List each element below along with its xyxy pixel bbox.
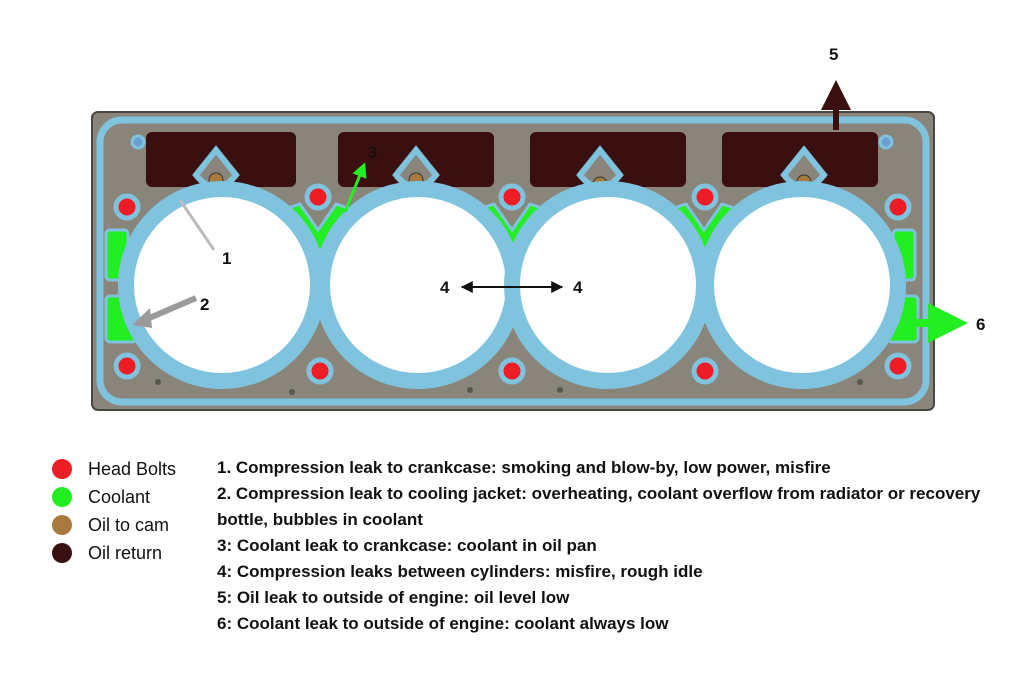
cylinder-bore-3 — [504, 181, 712, 389]
legend-label: Head Bolts — [88, 458, 177, 479]
callout-6: 6 — [976, 315, 985, 334]
legend-item-head-bolts: Head Bolts — [52, 455, 212, 483]
note-1: 1. Compression leak to crankcase: smokin… — [217, 458, 831, 477]
callout-4-left: 4 — [440, 278, 450, 297]
head-bolt — [304, 183, 332, 211]
head-bolt-holes — [113, 183, 912, 385]
callout-5: 5 — [829, 45, 838, 64]
leak-arrow-1 — [178, 199, 216, 251]
legend-label: Oil to cam — [88, 514, 170, 535]
head-bolt — [691, 357, 719, 385]
legend-item-oil-to-cam: Oil to cam — [52, 511, 212, 539]
note-6: 6: Coolant leak to outside of engine: co… — [217, 614, 669, 633]
legend-item-coolant: Coolant — [52, 483, 212, 511]
head-bolt — [884, 193, 912, 221]
head-bolt — [884, 352, 912, 380]
dowel-pin — [130, 134, 146, 150]
legend-label: Coolant — [88, 486, 151, 507]
cylinder-bore-4 — [698, 181, 906, 389]
leak-notes: 1. Compression leak to crankcase: smokin… — [217, 455, 1007, 637]
green-dot-icon — [52, 487, 72, 507]
callout-3: 3 — [368, 143, 377, 162]
note-2: 2. Compression leak to cooling jacket: o… — [217, 484, 981, 529]
head-bolt — [691, 183, 719, 211]
head-bolt — [498, 357, 526, 385]
note-4: 4: Compression leaks between cylinders: … — [217, 562, 703, 581]
head-bolt — [113, 193, 141, 221]
leak-arrow-3 — [343, 162, 367, 213]
rivets — [155, 379, 863, 395]
brown-dot-icon — [52, 515, 72, 535]
head-gasket-diagram: 1 2 3 4 4 5 6 — [91, 45, 985, 411]
dark-dot-icon — [52, 543, 72, 563]
head-bolt — [113, 352, 141, 380]
callout-4-right: 4 — [573, 278, 583, 297]
red-dot-icon — [52, 459, 72, 479]
note-3: 3: Coolant leak to crankcase: coolant in… — [217, 536, 597, 555]
cylinder-bore-1 — [118, 181, 326, 389]
legend-item-oil-return: Oil return — [52, 539, 212, 567]
head-bolt — [306, 357, 334, 385]
note-5: 5: Oil leak to outside of engine: oil le… — [217, 588, 570, 607]
gasket-outer-bead — [96, 116, 930, 406]
legend-label: Oil return — [88, 542, 163, 563]
legend: Head Bolts Coolant Oil to cam Oil return — [52, 455, 212, 567]
callout-2: 2 — [200, 295, 209, 314]
head-bolt — [498, 183, 526, 211]
dowel-pin — [878, 134, 894, 150]
leak-arrow-2-head — [132, 308, 152, 328]
callout-1: 1 — [222, 249, 231, 268]
cylinder-bore-2 — [314, 181, 522, 389]
